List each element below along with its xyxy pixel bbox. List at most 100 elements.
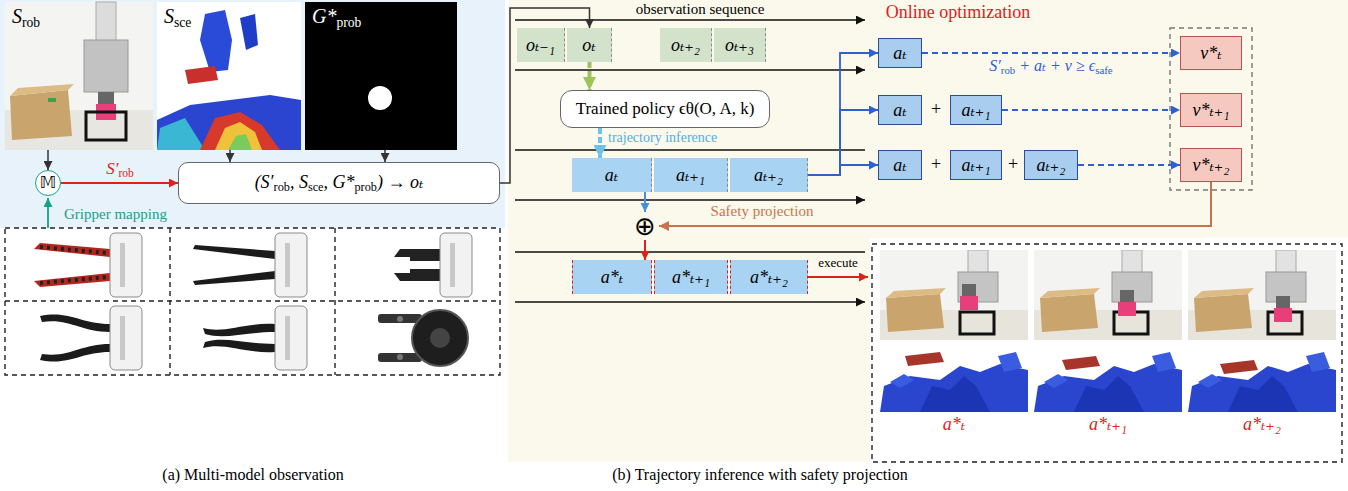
connector [808,165,878,175]
execution-snapshots [1188,250,1336,340]
gripper-grid [120,316,125,360]
action-box: aₜ [878,95,922,125]
gripper-grid [110,306,142,370]
timeline-axis [515,199,865,200]
gripper-grid [40,277,108,283]
node-text: aₜ₊₁ [961,155,990,176]
edge-label: S′rob [106,159,134,181]
snapshot-label: a*ₜ [943,414,965,435]
node-text: oₜ₋₁ [526,35,555,56]
connector [384,150,386,162]
gripper-grid [34,273,110,287]
gripper-grid [203,306,307,370]
robot-photo [84,40,128,92]
connector [1002,109,1180,111]
gripper-grid [40,306,142,370]
gripper-grid [430,328,450,348]
plus-sign: + [1008,154,1018,175]
action-box: aₜ [878,150,922,180]
execution-snapshots [872,244,1342,462]
observation-cell: oₜ [567,28,612,62]
action-box: aₜ₊₁ [950,95,1002,125]
execution-snapshots [960,296,978,310]
robot-photo [10,90,72,140]
arrow-label: execute [818,256,858,271]
node-text: G*prob [312,5,361,30]
gripper-grid [5,228,500,375]
action-cell: aₜ₊₂ [730,158,808,192]
action-box: aₜ₊₁ [950,150,1002,180]
gripper-grid [120,243,125,287]
execution-snapshots [1276,296,1290,310]
gripper-grid [285,243,290,287]
node-text: a*ₜ [601,267,623,288]
gripper-grid [34,233,142,297]
gripper-grid [285,316,290,360]
execution-snapshots [1220,360,1258,374]
gripper-grid [397,354,403,360]
action-box: aₜ [878,38,922,68]
gripper-grid [203,324,275,336]
plus-sign: + [931,99,941,120]
gripper-grid [440,233,472,297]
gripper-grid [40,247,108,253]
node-text: Ssce [164,5,191,30]
connector [644,240,646,260]
gripper-grid [40,315,110,332]
point-cloud [157,95,301,150]
robot-photo [5,2,153,150]
node-text: aₜ₊₁ [961,100,990,121]
gripper-grid [378,310,468,366]
node-text: aₜ [893,43,906,64]
group-bracket [1170,28,1252,190]
node-text: ν*ₜ₊₁ [1192,100,1229,121]
observation-cell: oₜ₊₃ [714,28,766,62]
node-text: Trained policy ϵθ(O, A, k) [576,99,755,119]
point-cloud [215,122,262,150]
timeline-axis [515,69,865,70]
connector [598,128,602,158]
robot-photo [48,98,56,102]
axis-title: observation sequence [636,1,765,18]
execution-snapshots [1118,302,1136,316]
connectors [48,8,1211,260]
gripper-grid [378,314,422,323]
connector [922,52,1180,54]
gripper-grid [394,249,440,261]
panel-background [0,0,1348,462]
goal-mask [305,2,457,150]
connector [588,62,592,90]
gripper-grid [275,306,307,370]
correction-box: ν*ₜ₊₂ [1180,148,1242,182]
image-panel: G*prob [305,2,457,150]
plus-sign: + [931,154,941,175]
gripper-grid [275,233,307,297]
action-box: aₜ₊₂ [1024,150,1078,180]
node-text: aₜ₊₁ [676,165,705,186]
gripper-grid [193,233,307,297]
snapshot-label: a*ₜ₊₂ [1243,414,1281,435]
action-cell: aₜ₊₁ [654,158,728,192]
gripper-grid [5,300,500,301]
point-cloud [157,118,205,150]
gripper-grid [40,344,110,361]
gripper-grid [5,228,500,375]
connector [1078,164,1180,166]
image-panel: Srob [5,2,153,150]
connector [808,53,878,175]
point-cloud [200,10,232,72]
gripper-grid [193,271,275,285]
execution-snapshots [1120,290,1134,304]
safe-action-cell: a*ₜ₊₁ [654,260,728,294]
connector [229,150,231,162]
correction-box: ν*ₜ [1180,36,1242,70]
panel-background [870,0,1348,238]
observation-cell: oₜ₋₁ [517,28,565,62]
annotation: Gripper mapping [64,206,167,223]
gripper-grid [397,316,403,322]
execution-snapshots [872,244,1342,462]
image-panel: Ssce [157,2,301,150]
execution-snapshots [1274,308,1292,322]
